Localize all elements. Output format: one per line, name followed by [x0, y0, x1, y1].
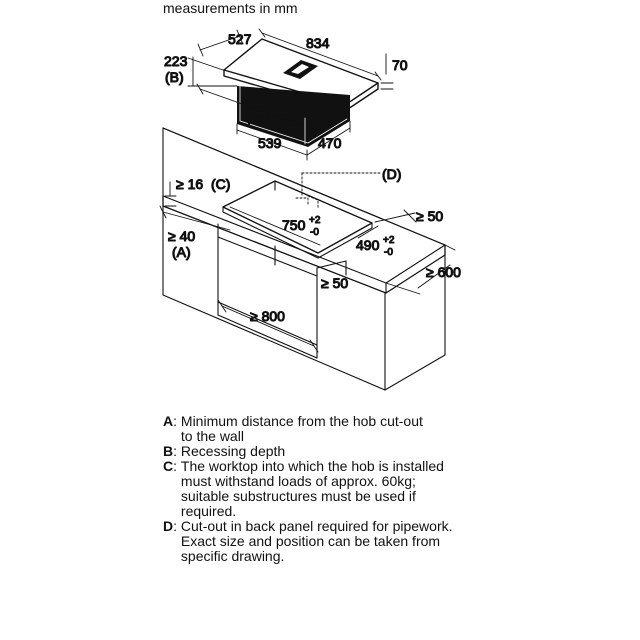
page-title: measurements in mm — [163, 0, 298, 16]
cabinet-right-outline — [384, 254, 446, 391]
worktop-drawing — [162, 127, 446, 391]
hob-drawing — [223, 38, 379, 147]
wall-distance-label: ≥ 40 — [168, 228, 195, 244]
worktop-marker: (C) — [211, 176, 230, 192]
hob-recess-box — [237, 86, 350, 147]
hob-height-label: 70 — [392, 57, 408, 73]
legend-text: Cut-out in back panel required for pipew… — [180, 518, 453, 564]
legend-key: A — [163, 413, 174, 429]
hob-dimension-lines — [187, 28, 394, 161]
cutout-depth-tolerance-lower: -0 — [384, 247, 393, 258]
cabinet-opening — [217, 223, 318, 359]
worktop-depth-label: ≥ 600 — [426, 264, 461, 280]
legend-item-a: A: Minimum distance from the hob cut-out… — [163, 413, 423, 444]
cabinet-opening-floor — [217, 301, 318, 346]
hob-box-depth-label: 735 — [246, 111, 270, 127]
worktop-thickness-label: ≥ 16 — [176, 176, 203, 192]
legend-item-b: B: Recessing depth — [163, 443, 286, 459]
worktop-back-edge — [162, 127, 446, 246]
hob-width-label: 834 — [306, 35, 330, 51]
legend-text: Minimum distance from the hob cut-out to… — [180, 413, 423, 444]
legend-key: D — [163, 518, 174, 534]
hob-cutout-wall — [222, 206, 373, 259]
hob-vent-highlight — [291, 64, 309, 74]
hob-recess-depth-label: 223 — [164, 53, 188, 69]
back-clearance-label: ≥ 50 — [416, 208, 443, 224]
hob-box-front-label: 539 — [258, 135, 282, 151]
cutout-width-label: 750 — [282, 217, 306, 233]
legend-key: B — [163, 443, 174, 459]
cabinet-left-outline — [162, 205, 386, 391]
cutout-width-tolerance-lower: -0 — [310, 227, 319, 238]
legend-key: C — [163, 458, 174, 474]
hob-box-side-label: 470 — [318, 135, 342, 151]
legend-item-d: D: Cut-out in back panel required for pi… — [163, 518, 453, 564]
cutout-depth-tolerance-upper: +2 — [383, 235, 395, 246]
cutout-depth-label: 490 — [356, 237, 380, 253]
legend-item-c: C: The worktop into which the hob is ins… — [163, 458, 444, 519]
cabinet-back-panel — [316, 260, 347, 276]
side-clearance-label: ≥ 50 — [321, 275, 348, 291]
pipework-cutout — [295, 172, 319, 210]
legend: A: Minimum distance from the hob cut-out… — [163, 414, 503, 564]
hob-recess-marker: (B) — [165, 69, 184, 85]
wall-marker: (A) — [172, 244, 191, 260]
pipework-marker: (D) — [382, 166, 401, 182]
cabinet-width-label: ≥ 800 — [250, 308, 285, 324]
cutout-width-tolerance-upper: +2 — [309, 215, 321, 226]
cabinet-opening-top — [217, 236, 318, 277]
hob-depth-label: 527 — [228, 31, 252, 47]
installation-dimension-lines — [159, 181, 456, 353]
legend-text: Recessing depth — [180, 443, 286, 459]
legend-text: The worktop into which the hob is instal… — [180, 458, 444, 519]
